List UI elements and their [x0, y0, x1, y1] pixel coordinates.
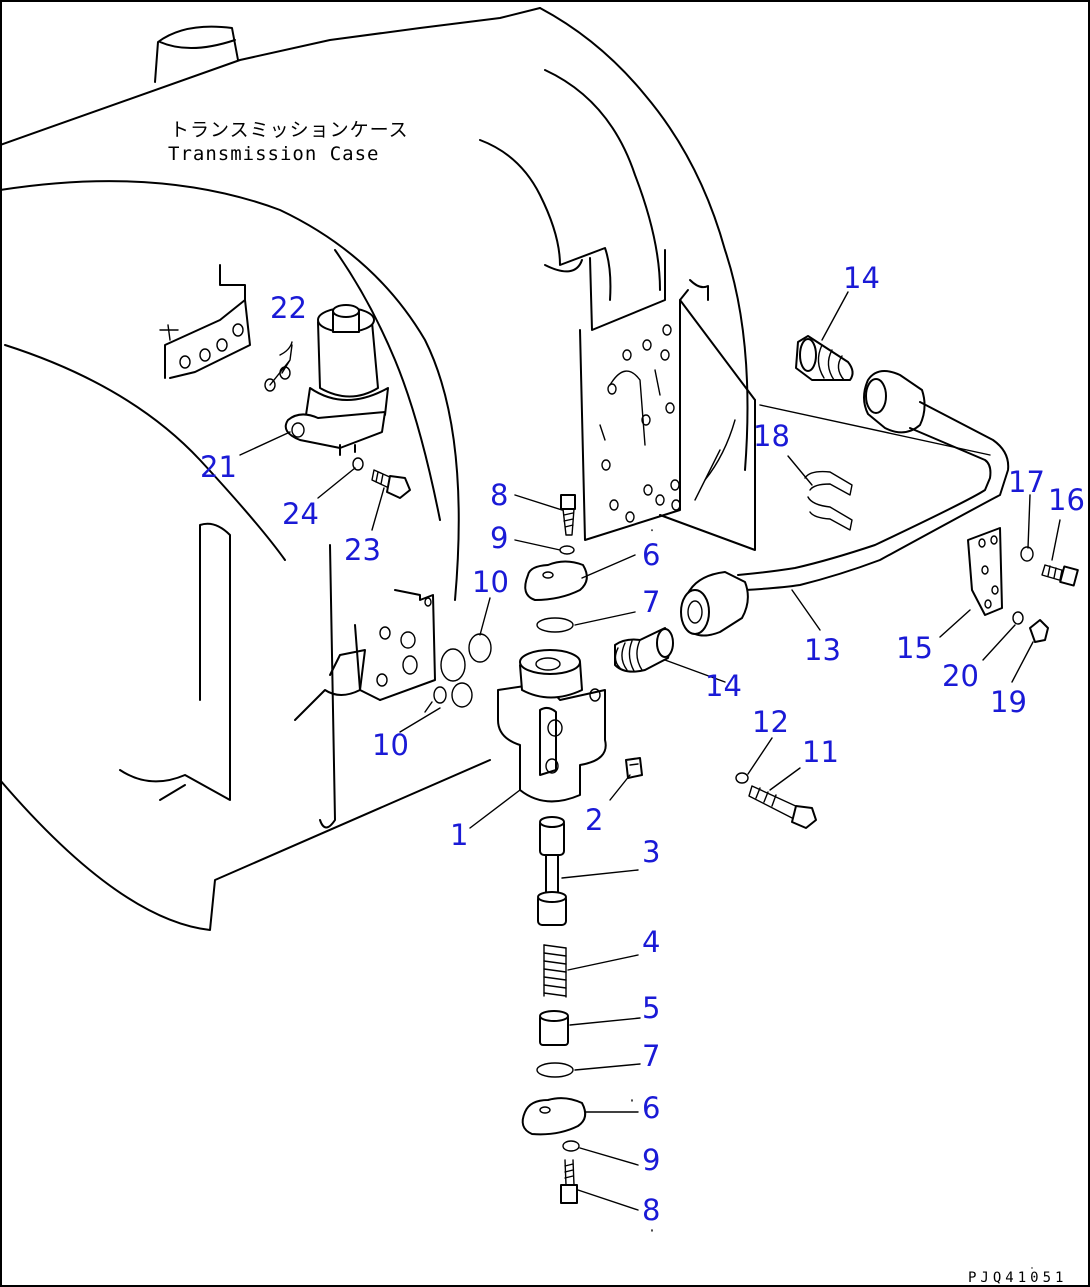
bolt-lower: [560, 1159, 578, 1204]
callout-2: 2: [585, 803, 603, 837]
bracket: [967, 527, 1003, 616]
nut-19: [1029, 619, 1049, 643]
drawing-code: PJQ41051: [968, 1270, 1067, 1286]
bolt-upper: [560, 494, 576, 536]
callout-12: 12: [752, 705, 789, 739]
callout-10-lower: 10: [372, 728, 409, 762]
line-filter-assembly: [284, 304, 389, 456]
case-label-jp: トランスミッションケース: [170, 119, 409, 141]
callout-1: 1: [450, 818, 468, 852]
transmission-case-housing: [0, 7, 991, 931]
leader-lines: [239, 291, 1061, 1269]
callout-23: 23: [344, 533, 381, 567]
callout-21: 21: [200, 450, 237, 484]
callout-11: 11: [802, 735, 839, 769]
case-label-en: Transmission Case: [168, 143, 379, 165]
cover-upper: [524, 560, 588, 601]
bolt-11: [748, 785, 817, 829]
tick-marks: [631, 529, 653, 1232]
valve-plunger: [537, 816, 567, 926]
callout-16: 16: [1048, 483, 1085, 517]
callout-20: 20: [942, 659, 979, 693]
callout-24: 24: [282, 497, 319, 531]
callout-3: 3: [642, 835, 660, 869]
spacer: [539, 1010, 569, 1046]
washer-17: [1020, 546, 1034, 562]
o-ring-lower: [536, 1062, 574, 1078]
washer-lower: [562, 1140, 580, 1152]
clips: [804, 470, 853, 531]
bolt-23: [371, 469, 411, 499]
o-ring-upper: [536, 617, 574, 633]
washer-20: [1012, 611, 1024, 625]
callout-14-lower: 14: [705, 669, 742, 703]
o-rings-10: [424, 633, 492, 713]
washer-12: [735, 772, 749, 784]
callout-6-lower: 6: [642, 1091, 660, 1125]
callout-7-lower: 7: [642, 1039, 660, 1073]
callout-5: 5: [642, 991, 660, 1025]
callout-17: 17: [1008, 465, 1045, 499]
connector-lower: [614, 627, 674, 673]
callout-15: 15: [896, 631, 933, 665]
callout-14-upper: 14: [843, 261, 880, 295]
callout-22: 22: [270, 291, 307, 325]
connector-upper: [795, 335, 854, 381]
callout-19: 19: [990, 685, 1027, 719]
hose-assembly: [680, 370, 1010, 637]
callout-6-upper: 6: [642, 538, 660, 572]
callout-18: 18: [753, 419, 790, 453]
washer-upper: [559, 545, 575, 555]
elbow-fitting: [625, 757, 643, 779]
valve-spring: [543, 944, 567, 998]
callout-8-upper: 8: [490, 478, 508, 512]
callout-7-upper: 7: [642, 585, 660, 619]
callout-9-lower: 9: [642, 1143, 660, 1177]
bolt-16: [1041, 564, 1079, 587]
callout-10-upper: 10: [472, 565, 509, 599]
washer-24: [352, 457, 364, 471]
valve-body: [497, 649, 607, 803]
callout-8-lower: 8: [642, 1193, 660, 1227]
callout-4: 4: [642, 925, 660, 959]
cover-lower: [521, 1097, 587, 1136]
callout-13: 13: [804, 633, 841, 667]
callout-9-upper: 9: [490, 521, 508, 555]
